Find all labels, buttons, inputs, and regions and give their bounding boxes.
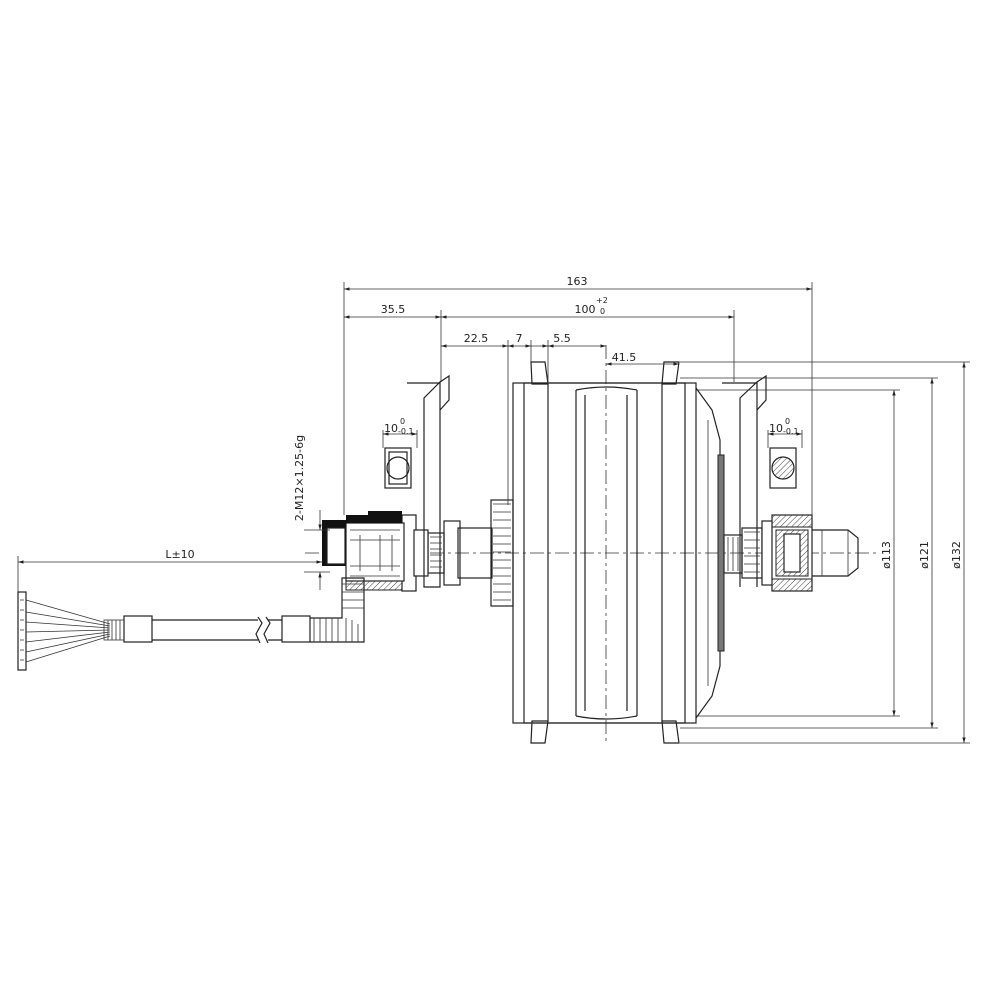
dim-diameter-mid: ø121 <box>918 541 931 569</box>
dim-slot-left-tol-upper: 0 <box>400 417 405 426</box>
dim-slot-right-tol-lower: -0.1 <box>783 427 799 436</box>
dim-hub-width-tol-lower: 0 <box>600 307 605 316</box>
dim-half-width: 41.5 <box>612 351 637 364</box>
dim-overall-length: 163 <box>567 275 588 288</box>
hub-shell <box>512 361 725 744</box>
dim-slot-left-tol-lower: -0.1 <box>398 427 414 436</box>
dim-slot-right-tol-upper: 0 <box>785 417 790 426</box>
dim-flange-offset: 22.5 <box>464 332 489 345</box>
dim-slot-right: 10 <box>769 422 783 435</box>
left-slot-detail <box>382 430 418 489</box>
left-axle-assembly <box>322 374 514 607</box>
dim-left-offset: 35.5 <box>381 303 406 316</box>
dimension-labels: 163 35.5 100 +2 0 22.5 7 5.5 41.5 2-M12×… <box>165 275 963 569</box>
dim-center-offset: 5.5 <box>553 332 571 345</box>
dim-cable-length: L±10 <box>165 548 194 561</box>
dim-slot-left: 10 <box>384 422 398 435</box>
dimension-lines <box>17 282 970 744</box>
dim-diameter-inner: ø113 <box>880 541 893 569</box>
right-axle-assembly <box>722 374 859 592</box>
dim-flange-gap: 7 <box>516 332 523 345</box>
cable <box>17 577 365 671</box>
right-slot-detail <box>767 430 803 489</box>
dim-hub-width-tol-upper: +2 <box>596 296 608 305</box>
dim-thread-spec: 2-M12×1.25-6g <box>293 435 306 521</box>
dim-diameter-outer: ø132 <box>950 541 963 569</box>
dim-hub-width: 100 <box>575 303 596 316</box>
